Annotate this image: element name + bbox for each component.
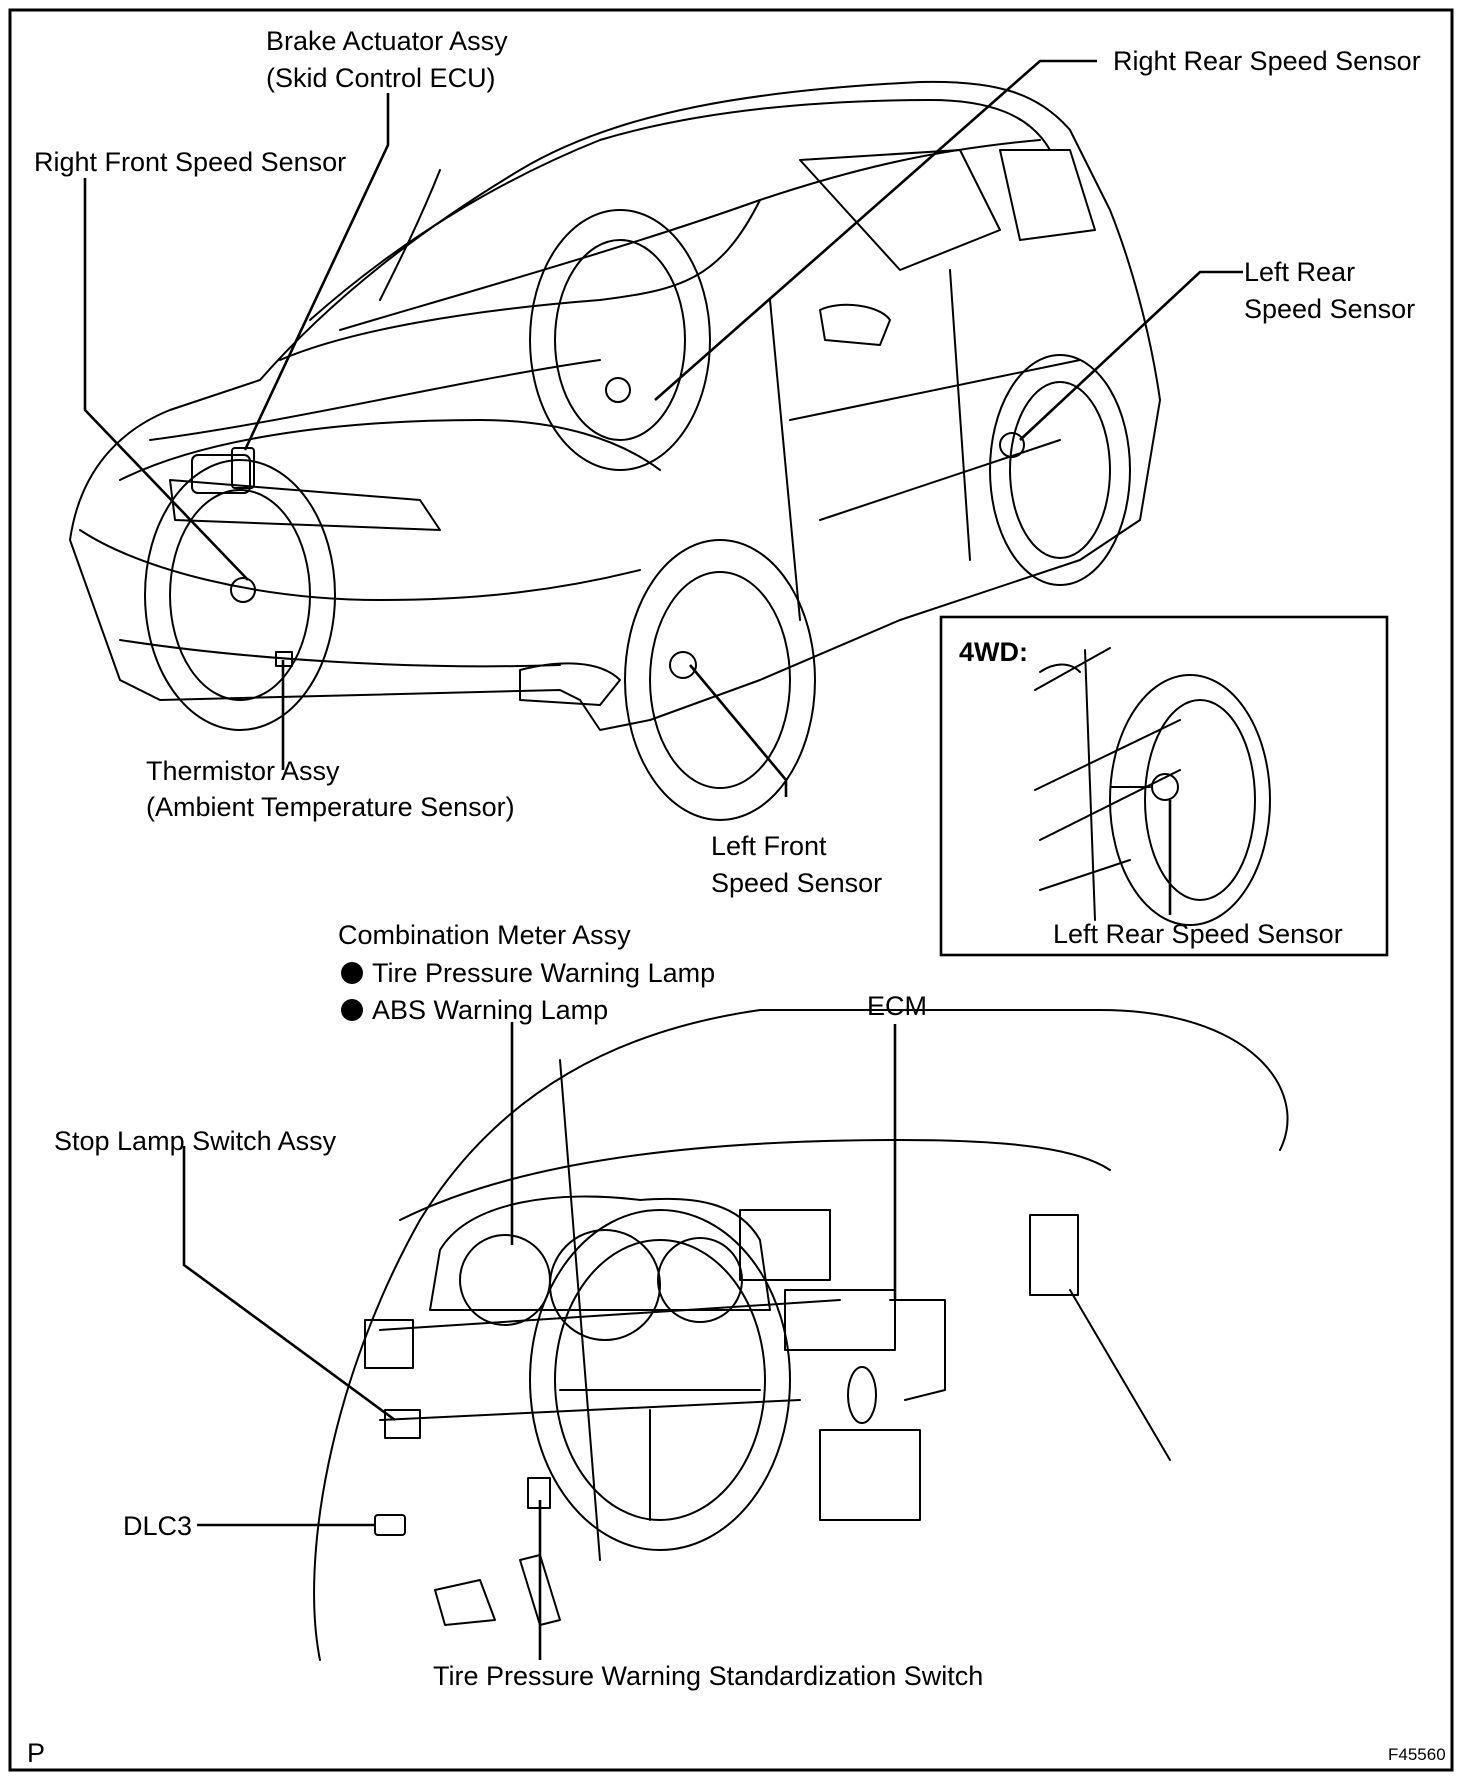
right-rear-wheel <box>529 209 711 471</box>
dlc3-part <box>374 1514 406 1536</box>
dashboard-drawing <box>313 1009 1289 1661</box>
stop-lamp-switch-part <box>384 1409 421 1439</box>
steering-wheel <box>529 1209 791 1551</box>
right-front-wheel <box>144 459 336 731</box>
label-combination-meter: Combination Meter Assy <box>338 920 631 950</box>
corner-mark-left: P <box>27 1738 45 1768</box>
bullet-icon <box>341 962 363 984</box>
gauge-cluster <box>429 1195 771 1311</box>
label-brake-actuator-line2: (Skid Control ECU) <box>266 63 496 93</box>
bullet-icon <box>341 999 363 1021</box>
left-vent <box>364 1319 414 1369</box>
label-tire-pressure-standardization-switch: Tire Pressure Warning Standardization Sw… <box>433 1661 983 1691</box>
right-front-sensor-part <box>230 577 256 603</box>
shift-console <box>819 1429 921 1521</box>
brake-pedal <box>434 1579 496 1626</box>
label-stop-lamp-switch: Stop Lamp Switch Assy <box>54 1126 337 1156</box>
inset-4wd: 4WD: <box>939 615 1389 957</box>
label-inset-left-rear-speed-sensor: Left Rear Speed Sensor <box>1053 919 1343 949</box>
left-rear-sensor-part <box>999 432 1025 458</box>
label-dlc3: DLC3 <box>123 1511 192 1541</box>
label-thermistor-line1: Thermistor Assy <box>146 756 340 786</box>
inset-rear-wheel <box>1109 674 1271 926</box>
right-rear-sensor-part <box>605 377 631 403</box>
label-tire-pressure-warning-lamp: Tire Pressure Warning Lamp <box>372 958 715 988</box>
label-brake-actuator-line1: Brake Actuator Assy <box>266 26 508 56</box>
label-left-rear-line1: Left Rear <box>1244 257 1355 287</box>
center-screen <box>739 1209 831 1281</box>
label-thermistor-line2: (Ambient Temperature Sensor) <box>146 792 515 822</box>
labels: Brake Actuator Assy (Skid Control ECU) R… <box>27 26 1446 1768</box>
left-front-wheel <box>624 539 816 821</box>
upper-leader-lines <box>83 59 1243 797</box>
accelerator-pedal <box>519 1554 561 1626</box>
label-left-rear-line2: Speed Sensor <box>1244 294 1415 324</box>
inset-sensor-part <box>1151 773 1179 801</box>
right-vent <box>1029 1214 1079 1296</box>
label-left-front-line1: Left Front <box>711 831 827 861</box>
label-ecm: ECM <box>867 991 927 1021</box>
inset-frame <box>939 615 1389 957</box>
label-right-rear-speed-sensor: Right Rear Speed Sensor <box>1113 46 1421 76</box>
outer-frame <box>8 8 1454 1772</box>
label-abs-warning-lamp: ABS Warning Lamp <box>372 995 608 1025</box>
lower-leader-lines <box>182 1022 897 1660</box>
left-rear-wheel <box>989 354 1131 586</box>
figure-code: F45560 <box>1388 1745 1446 1764</box>
brake-actuator-body <box>191 454 251 494</box>
left-front-sensor-part <box>669 651 697 679</box>
label-left-front-line2: Speed Sensor <box>711 868 882 898</box>
inset-title: 4WD: <box>959 637 1028 667</box>
label-right-front-speed-sensor: Right Front Speed Sensor <box>34 147 346 177</box>
